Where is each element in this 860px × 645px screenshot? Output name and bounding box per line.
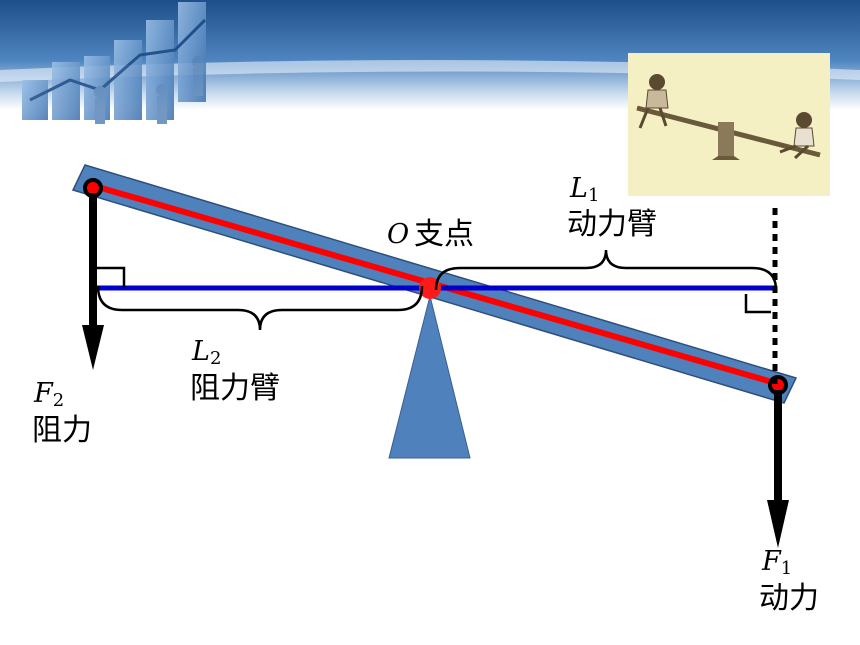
resistance-force-arrow — [82, 193, 104, 370]
l2-letter: L — [192, 336, 210, 367]
effort-force-arrow — [767, 390, 789, 548]
l2-symbol: L2 — [192, 338, 221, 368]
brace-l1 — [434, 249, 778, 291]
l1-symbol: L1 — [570, 175, 599, 205]
f2-subscript: 2 — [52, 390, 65, 411]
fulcrum-label: 支点 — [414, 217, 474, 252]
f2-letter: F — [34, 378, 53, 409]
l2-subscript: 2 — [209, 348, 222, 369]
fulcrum-symbol: O — [387, 219, 410, 250]
fulcrum-point — [419, 277, 441, 299]
f2-label: 阻力 — [32, 413, 92, 448]
f1-letter: F — [762, 546, 781, 577]
l1-label: 动力臂 — [567, 207, 657, 242]
brace-l2 — [96, 285, 424, 331]
fulcrum-triangle — [388, 295, 471, 459]
f2-symbol: F2 — [34, 380, 64, 410]
f1-symbol: F1 — [762, 548, 792, 578]
right-angle-marker-right — [744, 294, 771, 314]
l1-letter: L — [570, 173, 588, 204]
bar-chart-people-banner-icon — [22, 2, 207, 124]
l1-subscript: 1 — [587, 185, 600, 206]
f1-label: 动力 — [759, 581, 819, 616]
seesaw-children-photo-icon — [628, 53, 830, 196]
f1-subscript: 1 — [780, 558, 793, 579]
l2-label: 阻力臂 — [190, 371, 280, 406]
right-angle-marker-left — [97, 266, 126, 288]
